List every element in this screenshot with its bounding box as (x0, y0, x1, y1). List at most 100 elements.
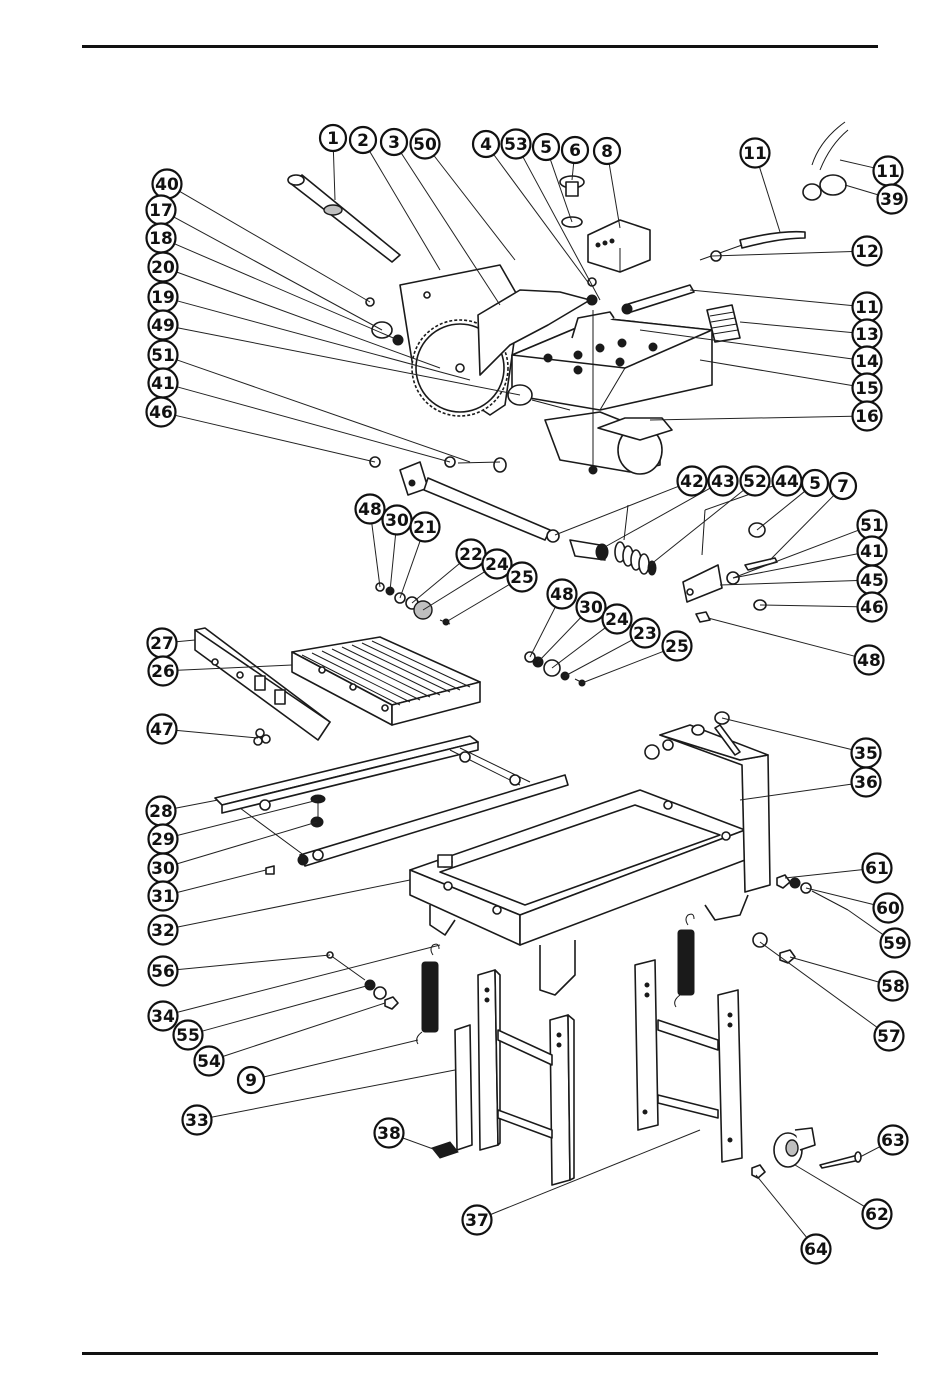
callout-number: 16 (855, 407, 879, 427)
leader-line-56 (177, 955, 330, 970)
callout-number: 53 (504, 135, 528, 155)
callout-57: 57 (875, 1022, 904, 1051)
leader-line-17 (174, 217, 382, 330)
callout-number: 63 (881, 1131, 905, 1151)
leader-line-57 (760, 942, 877, 1028)
callout-51: 51 (858, 511, 887, 540)
callout-number: 23 (633, 624, 657, 644)
leader-line-7 (770, 495, 834, 560)
callout-number: 36 (854, 773, 878, 793)
callout-34: 34 (149, 1002, 178, 1031)
leader-line-8 (609, 164, 620, 228)
callout-27: 27 (148, 629, 177, 658)
callout-number: 47 (150, 720, 174, 740)
callout-2: 2 (350, 127, 376, 153)
callout-number: 50 (413, 135, 437, 155)
pivot-bushing (570, 540, 608, 560)
washer-set-right (525, 652, 585, 686)
callout-number: 26 (151, 662, 175, 682)
callout-48: 48 (855, 646, 884, 675)
leader-line-54 (223, 1003, 385, 1057)
leader-line-45 (720, 581, 858, 586)
callout-55: 55 (174, 1021, 203, 1050)
callout-number: 28 (149, 802, 173, 822)
leader-line-48 (708, 618, 855, 656)
callout-number: 22 (459, 545, 483, 565)
callout-30: 30 (577, 593, 606, 622)
leader-line-39 (845, 185, 878, 195)
bolt-nut-left (327, 952, 398, 1009)
callout-15: 15 (853, 374, 882, 403)
leader-line-22 (412, 563, 460, 603)
leader-line-55 (202, 985, 370, 1031)
callout-number: 9 (245, 1071, 257, 1091)
callout-number: 39 (880, 190, 904, 210)
leader-line-30 (538, 617, 581, 662)
callout-number: 25 (665, 637, 689, 657)
callout-25: 25 (508, 563, 537, 592)
callout-50: 50 (411, 130, 440, 159)
callout-number: 48 (550, 585, 574, 605)
callout-39: 39 (878, 185, 907, 214)
leader-line-64 (756, 1175, 807, 1238)
leader-line-30 (177, 822, 317, 864)
leader-line-11 (690, 290, 853, 306)
callout-63: 63 (879, 1126, 908, 1155)
callout-38: 38 (375, 1119, 404, 1148)
callout-11: 11 (853, 293, 882, 322)
callout-number: 57 (877, 1027, 901, 1047)
callout-number: 48 (857, 651, 881, 671)
callout-49: 49 (149, 311, 178, 340)
leader-line-42 (555, 486, 679, 535)
callout-number: 35 (854, 744, 878, 764)
callout-46: 46 (147, 398, 176, 427)
callout-58: 58 (879, 972, 908, 1001)
washer-set-left (376, 583, 450, 625)
switch-box (588, 220, 650, 272)
callout-28: 28 (147, 797, 176, 826)
leader-line-43 (603, 488, 710, 548)
callout-52: 52 (741, 467, 770, 496)
callout-number: 27 (150, 634, 174, 654)
callout-number: 15 (855, 379, 879, 399)
callout-number: 30 (385, 511, 409, 531)
leader-line-13 (740, 322, 853, 333)
callout-4: 4 (473, 131, 499, 157)
callout-number: 13 (855, 325, 879, 345)
callout-number: 1 (327, 129, 339, 149)
leader-line-60 (806, 888, 874, 905)
leader-line-62 (795, 1165, 865, 1207)
callout-number: 51 (151, 346, 175, 366)
callout-number: 29 (151, 830, 175, 850)
callout-number: 4 (480, 135, 492, 155)
callout-61: 61 (863, 854, 892, 883)
leader-line-50 (434, 156, 515, 261)
callout-1: 1 (320, 125, 346, 151)
leader-line-28 (175, 800, 218, 808)
callout-number: 60 (876, 899, 900, 919)
machine-parts (195, 122, 861, 1185)
cutting-table (292, 637, 480, 725)
callout-16: 16 (853, 402, 882, 431)
callout-7: 7 (830, 473, 856, 499)
callout-13: 13 (853, 320, 882, 349)
callout-9: 9 (238, 1067, 264, 1093)
callout-56: 56 (149, 957, 178, 986)
callout-number: 3 (388, 133, 400, 153)
callout-number: 20 (151, 258, 175, 278)
callout-number: 37 (465, 1211, 489, 1231)
knob (560, 176, 584, 227)
leader-line-48 (530, 607, 555, 657)
callout-51: 51 (149, 341, 178, 370)
callout-number: 42 (680, 472, 704, 492)
callout-number: 61 (865, 859, 889, 879)
leader-line-32 (177, 880, 410, 927)
callout-number: 49 (151, 316, 175, 336)
leader-line-30 (390, 534, 396, 591)
callout-number: 31 (151, 887, 175, 907)
wheel-axle (820, 1152, 861, 1168)
callout-47: 47 (148, 715, 177, 744)
callout-number: 25 (510, 568, 534, 588)
coil-spring (615, 505, 705, 575)
